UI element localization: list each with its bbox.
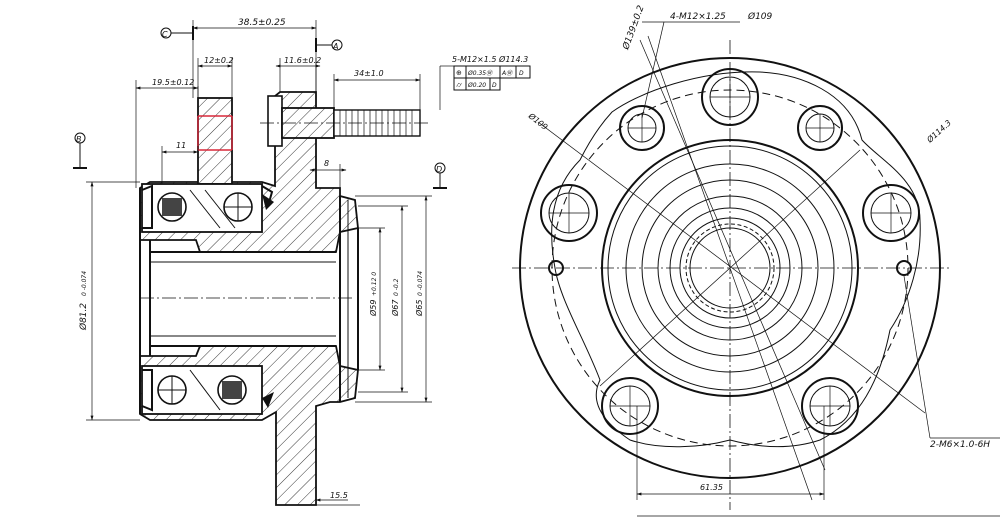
svg-text:8: 8	[324, 159, 329, 168]
svg-text:4-M12×1.25: 4-M12×1.25	[670, 12, 726, 22]
front-view: Ø139±0.2 4-M12×1.25 Ø109 Ø109 Ø114.3 2-M…	[512, 4, 1000, 517]
svg-text:34±1.0: 34±1.0	[354, 69, 384, 78]
stud-hole	[619, 105, 665, 151]
svg-text:Ø0.35Ⓜ: Ø0.35Ⓜ	[467, 69, 493, 77]
m6-hole	[548, 260, 564, 276]
svg-text:AⓂ: AⓂ	[501, 69, 513, 77]
lower-bearing	[141, 365, 274, 415]
svg-text:Ø139±0.2: Ø139±0.2	[620, 4, 647, 52]
dim-stud-length: 34±1.0	[333, 69, 421, 110]
svg-text:Ø114.3: Ø114.3	[924, 118, 953, 146]
spline-bore	[685, 223, 775, 313]
feature-control-frame: 5-M12×1.5 Ø114.3 ⊕ Ø0.35Ⓜ AⓂ D ⌭ Ø0.20 D	[439, 54, 531, 110]
svg-text:D: D	[492, 82, 497, 89]
svg-text:61.35: 61.35	[700, 483, 723, 492]
svg-text:2-M6×1.0-6H: 2-M6×1.0-6H	[930, 440, 990, 450]
svg-text:12±0.2: 12±0.2	[204, 56, 234, 65]
svg-text:0 -0.074: 0 -0.074	[81, 271, 88, 296]
datum-b: B	[73, 132, 87, 169]
svg-text:⌭: ⌭	[456, 81, 462, 89]
svg-text:Ø65: Ø65	[414, 300, 424, 317]
datum-a: A	[315, 38, 343, 52]
outer-ring	[197, 97, 233, 185]
dim-ring-width: 12±0.2	[197, 56, 234, 98]
svg-text:D: D	[519, 70, 524, 77]
callout-thread-holes: 4-M12×1.25 Ø109	[641, 11, 773, 119]
svg-text:19.5±0.12: 19.5±0.12	[152, 78, 194, 87]
dim-pilot-step: 8	[309, 159, 347, 196]
callout-small-holes: 2-M6×1.0-6H	[903, 275, 1000, 450]
svg-text:C: C	[162, 30, 168, 39]
svg-text:11: 11	[176, 141, 186, 150]
callout-bolt-circle: Ø139±0.2	[620, 4, 647, 52]
callout-pcd: Ø114.3	[924, 118, 953, 146]
svg-text:B: B	[76, 135, 82, 144]
dim-outer-offset: 19.5±0.12	[135, 78, 199, 188]
stud-hole	[540, 184, 598, 242]
svg-text:Ø59: Ø59	[368, 300, 378, 317]
dim-pilot-dia-3: Ø65 0 -0.074	[355, 195, 432, 403]
stud-hole	[701, 68, 759, 126]
svg-text:Ø81.2: Ø81.2	[78, 303, 89, 331]
svg-text:⊕: ⊕	[456, 69, 462, 77]
dim-bore-dia: Ø81.2 0 -0.074	[78, 181, 140, 421]
svg-text:Ø67: Ø67	[390, 299, 400, 317]
m6-hole	[896, 260, 912, 276]
svg-text:D: D	[436, 165, 442, 174]
svg-text:A: A	[332, 42, 338, 51]
flange-lobes	[551, 71, 921, 448]
section-view: C A B D 38.5±0.25	[73, 18, 531, 506]
flange-outer-circle	[519, 57, 941, 479]
dim-pilot-dia-2: Ø67 0 -0.2	[358, 205, 408, 393]
dim-seal-offset: 11	[161, 141, 199, 184]
stud-hole	[601, 377, 659, 435]
svg-text:Ø0.20: Ø0.20	[467, 82, 486, 89]
dim-flange-bottom: 15.5	[315, 491, 360, 506]
stud-hole	[797, 105, 843, 151]
svg-text:0 -0.2: 0 -0.2	[393, 278, 400, 296]
dim-bottom: 61.35	[636, 406, 1000, 517]
stud-hole	[801, 377, 859, 435]
svg-text:15.5: 15.5	[330, 491, 348, 500]
stud-hole	[862, 184, 920, 242]
dim-pilot-dia-1: Ø59 +0.12 0	[358, 227, 385, 371]
svg-text:11.6±0.2: 11.6±0.2	[284, 56, 321, 65]
stud-holes	[540, 68, 920, 435]
wheel-stud	[260, 95, 428, 147]
svg-text:+0.12 0: +0.12 0	[371, 272, 378, 296]
datum-c: C	[160, 26, 194, 40]
svg-text:5-M12×1.5 Ø114.3: 5-M12×1.5 Ø114.3	[452, 54, 528, 64]
datum-d: D	[433, 162, 447, 189]
dim-flange-thickness: 11.6±0.2	[275, 56, 321, 92]
upper-bearing	[141, 183, 274, 233]
svg-text:Ø109: Ø109	[747, 11, 773, 22]
svg-text:38.5±0.25: 38.5±0.25	[238, 18, 286, 28]
svg-text:0 -0.074: 0 -0.074	[417, 271, 424, 296]
